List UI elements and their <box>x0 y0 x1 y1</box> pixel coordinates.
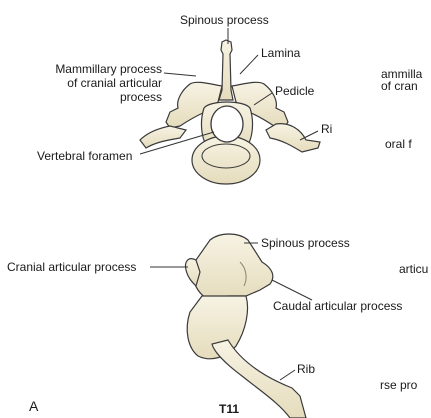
top-left-rib <box>140 126 186 148</box>
cropped-label-4: articu <box>399 262 428 276</box>
label-rib-top: Ri <box>321 122 332 136</box>
label-caudal-articular-process: Caudal articular process <box>273 299 402 313</box>
top-vertebral-body <box>192 136 260 184</box>
label-rib-side: Rib <box>297 362 315 376</box>
label-pedicle: Pedicle <box>275 84 314 98</box>
leader-rib-side <box>280 370 295 380</box>
cropped-label-2: of cran <box>381 79 418 93</box>
label-spinous-process-side: Spinous process <box>261 236 350 250</box>
mammillary-line-3: process <box>30 90 162 104</box>
cropped-label-5: rse pro <box>380 378 417 392</box>
panel-letter: A <box>29 399 38 413</box>
leader-caudal-articular <box>272 280 312 300</box>
cropped-label-3: oral f <box>385 137 412 151</box>
vertebra-caption: T11 <box>219 402 239 416</box>
leader-lamina <box>240 55 258 74</box>
label-cranial-articular-process: Cranial articular process <box>7 260 136 274</box>
leader-mammillary <box>164 73 196 76</box>
label-vertebral-foramen: Vertebral foramen <box>37 149 132 163</box>
vertebral-foramen-shape <box>211 106 243 142</box>
mammillary-line-2: of cranial articular <box>30 76 162 90</box>
side-view-vertebra <box>185 234 306 418</box>
label-spinous-process-top: Spinous process <box>180 13 269 27</box>
top-right-rib <box>266 124 320 152</box>
label-lamina: Lamina <box>261 46 300 60</box>
mammillary-line-1: Mammillary process <box>30 62 162 76</box>
label-mammillary-process: Mammillary process of cranial articular … <box>30 62 162 104</box>
